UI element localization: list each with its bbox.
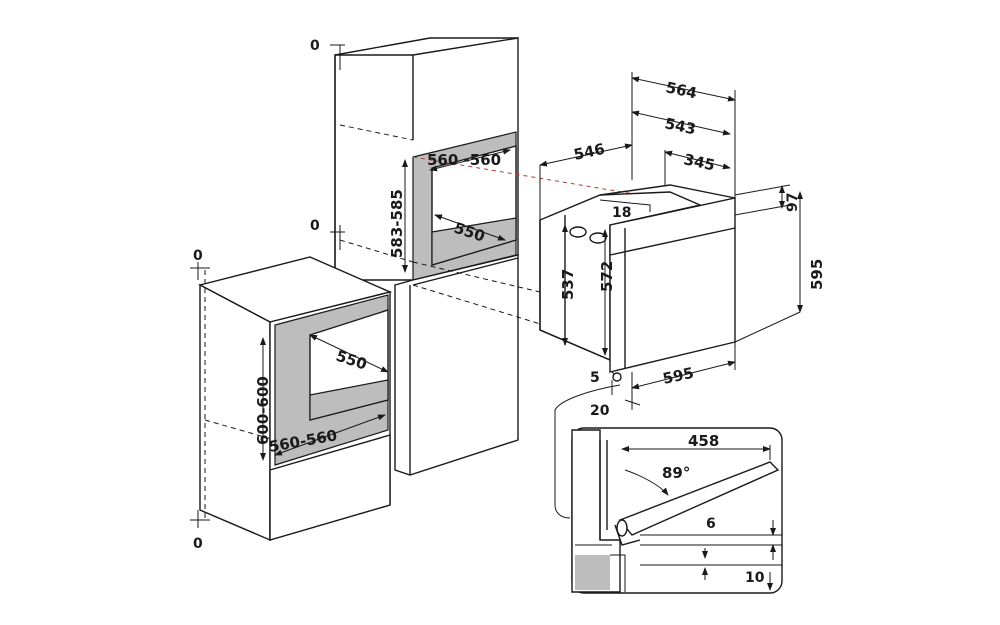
door-angle-label: 89° (662, 464, 690, 482)
oven-top-height-label: 97 (785, 193, 801, 212)
oven-gap-door-label: 20 (590, 403, 610, 419)
cabinet-dimensions (260, 148, 511, 461)
oven-dimensions (539, 72, 803, 410)
door-gap-label: 6 (706, 516, 716, 532)
undercounter-bottom-clearance-label: 0 (193, 536, 203, 552)
oven-front-width-label: 595 (661, 364, 695, 388)
oven-side-depth-label: 546 (572, 140, 606, 164)
oven-overall-depth-label: 564 (664, 78, 698, 102)
oven-gap-small-label: 5 (590, 370, 600, 386)
column-niche-width-label: 560 -560 (427, 151, 501, 169)
column-mid-clearance-label: 0 (310, 218, 320, 234)
undercounter-niche-height-label: 600-600 (254, 376, 272, 445)
under-counter-unit (190, 256, 393, 542)
oven (539, 184, 736, 373)
column-niche-height-label: 583-585 (388, 189, 406, 258)
oven-rear-depth-label: 345 (682, 150, 716, 174)
oven-front-inner-height-label: 572 (598, 261, 616, 292)
oven-body-depth-label: 543 (663, 114, 697, 138)
oven-vent-offset-label: 18 (612, 205, 631, 221)
undercounter-top-clearance-label: 0 (193, 248, 203, 264)
oven-body-height-label: 537 (559, 269, 577, 300)
door-base-gap-label: 10 (745, 570, 765, 586)
oven-front-height-label: 595 (808, 259, 826, 290)
column-top-clearance-label: 0 (310, 38, 320, 54)
door-length-label: 458 (688, 432, 719, 450)
door-detail-inset (554, 384, 783, 594)
